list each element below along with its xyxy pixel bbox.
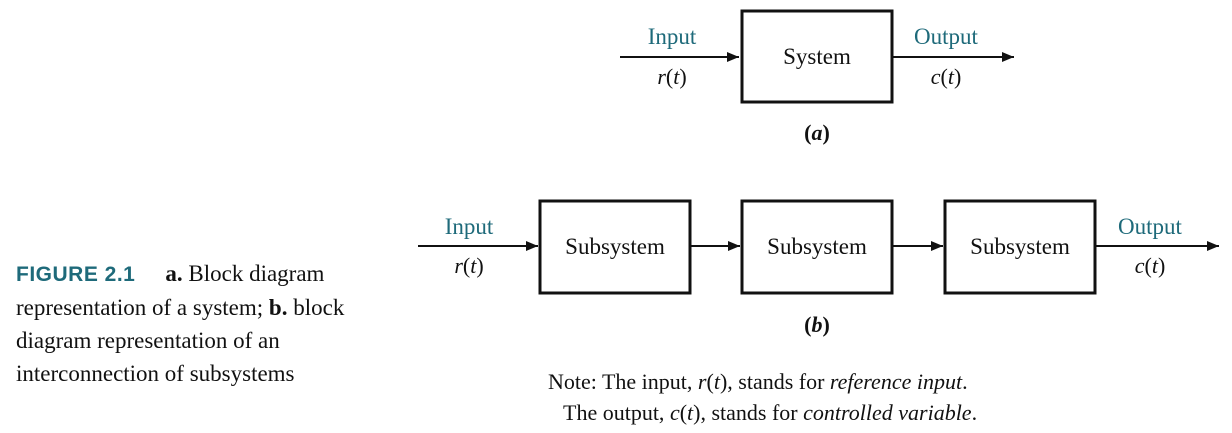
caption-part-b-marker: b. bbox=[268, 295, 288, 320]
figure-caption: FIGURE 2.1 a. Block diagram representatio… bbox=[16, 257, 386, 390]
diagram-a-input-label: Input bbox=[648, 24, 697, 49]
note-line-1: Note: The input, r(t), stands for refere… bbox=[548, 369, 968, 394]
diagram-a: Input r(t) System Output c(t) (a) bbox=[620, 9, 1014, 145]
diagram-b-panel-label: (b) bbox=[804, 312, 830, 337]
diagram-a-system-label: System bbox=[783, 44, 851, 69]
diagram-a-panel-label: (a) bbox=[804, 120, 830, 145]
diagram-b: Input r(t) Subsystem Subsystem Subsystem… bbox=[418, 199, 1219, 337]
caption-part-a-marker: a. bbox=[165, 261, 183, 286]
caption-part-a-text: Block diagram representation of a system… bbox=[16, 261, 325, 320]
diagram-a-output-label: Output bbox=[914, 24, 979, 49]
diagram-b-output-label: Output bbox=[1118, 214, 1183, 239]
diagram-a-output-signal: c(t) bbox=[931, 64, 962, 89]
diagram-b-input-signal: r(t) bbox=[454, 253, 483, 278]
diagram-b-subsystem-label-2: Subsystem bbox=[767, 234, 867, 259]
diagram-b-subsystem-label-3: Subsystem bbox=[970, 234, 1070, 259]
note-text: Note: The input, r(t), stands for refere… bbox=[548, 366, 1108, 428]
figure-label: FIGURE 2.1 bbox=[16, 263, 136, 286]
diagram-b-input-label: Input bbox=[445, 214, 494, 239]
caption-part-b-text: block diagram representation of an inter… bbox=[16, 295, 345, 386]
note-line-2: The output, c(t), stands for controlled … bbox=[563, 400, 978, 425]
diagram-b-output-signal: c(t) bbox=[1135, 253, 1166, 278]
diagram-a-input-signal: r(t) bbox=[657, 64, 686, 89]
diagram-b-subsystem-label-1: Subsystem bbox=[565, 234, 665, 259]
